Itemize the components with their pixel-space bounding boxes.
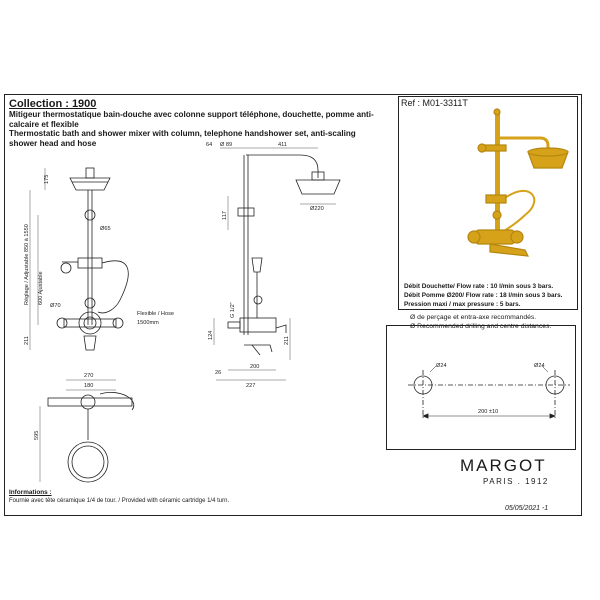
drilling-note-english: Ø Recommended drilling and centre distan… (410, 323, 552, 330)
dim-front-175: 175 (44, 175, 50, 184)
description-french: Mitigeur thermostatique bain-douche avec… (9, 110, 374, 129)
drill-label-left: Ø24 (436, 363, 447, 369)
dim-side-26: 26 (215, 370, 221, 376)
drilling-diagram-box (386, 325, 576, 450)
dim-front-270: 270 (84, 373, 93, 379)
dim-front-595: 595 (34, 431, 40, 440)
spec-handshower-flow: Débit Douchette/ Flow rate : 10 l/min so… (404, 283, 554, 290)
reference-number: Ref : M01-3311T (401, 98, 468, 108)
brand-subtitle: PARIS . 1912 (483, 477, 549, 486)
product-illustration (467, 108, 569, 257)
side-view-drawing (227, 154, 341, 356)
dim-front-600: 600 Ajustable (38, 271, 44, 305)
dim-side-411: 411 (278, 142, 287, 148)
product-description: Mitigeur thermostatique bain-douche avec… (9, 110, 384, 148)
dim-side-g-half-inch: G 1/2" (230, 302, 236, 318)
dim-front-d65: Ø65 (100, 226, 111, 232)
dim-front-211: 211 (24, 336, 30, 345)
dim-side-d89: Ø 89 (220, 142, 232, 148)
reference-box (398, 96, 578, 310)
dim-side-124: 124 (208, 331, 214, 340)
dim-front-hose-length: 1500mm (137, 320, 159, 326)
dim-side-227: 227 (246, 383, 255, 389)
side-view-dimension-labels: 64 Ø 89 411 Ø220 117 G 1/2" 124 211 26 2… (206, 142, 324, 389)
dim-side-64: 64 (206, 142, 212, 148)
brand-logo: MARGOT (460, 456, 547, 475)
drilling-note-french: Ø de perçage et entra-axe recommandés. (410, 314, 537, 321)
dim-front-d70: Ø70 (50, 303, 61, 309)
front-view-dimensions (29, 168, 116, 482)
spec-max-pressure: Pression maxi / max pressure : 5 bars. (404, 301, 521, 308)
dim-side-d220: Ø220 (310, 206, 324, 212)
dim-front-adjustable-range: Réglage / Adjustable 850 à 1550 (24, 224, 30, 305)
description-english: Thermostatic bath and shower mixer with … (9, 129, 356, 148)
informations-heading: Informations : (9, 489, 52, 496)
dim-side-117: 117 (222, 211, 228, 220)
drawing-sheet-frame (4, 94, 582, 516)
side-view-dimensions (213, 147, 336, 381)
front-view-drawing (47, 167, 135, 483)
dim-front-180: 180 (84, 383, 93, 389)
front-view-dimension-labels: 175 Ø65 Réglage / Adjustable 850 à 1550 … (24, 175, 174, 440)
dim-side-200: 200 (250, 364, 259, 370)
dim-side-211: 211 (284, 336, 290, 345)
document-date: 05/05/2021 -1 (505, 505, 549, 512)
drill-centre-distance: 200 ±10 (478, 409, 498, 415)
informations-text: Fournie avec tête céramique 1/4 de tour.… (9, 498, 230, 504)
spec-head-flow: Débit Pomme Ø200/ Flow rate : 18 l/min s… (404, 292, 563, 299)
drill-label-right: Ø24 (534, 363, 545, 369)
drilling-diagram (408, 365, 570, 420)
collection-title: Collection : 1900 (9, 98, 97, 110)
dim-front-hose-label: Flexible / Hose (137, 311, 174, 317)
